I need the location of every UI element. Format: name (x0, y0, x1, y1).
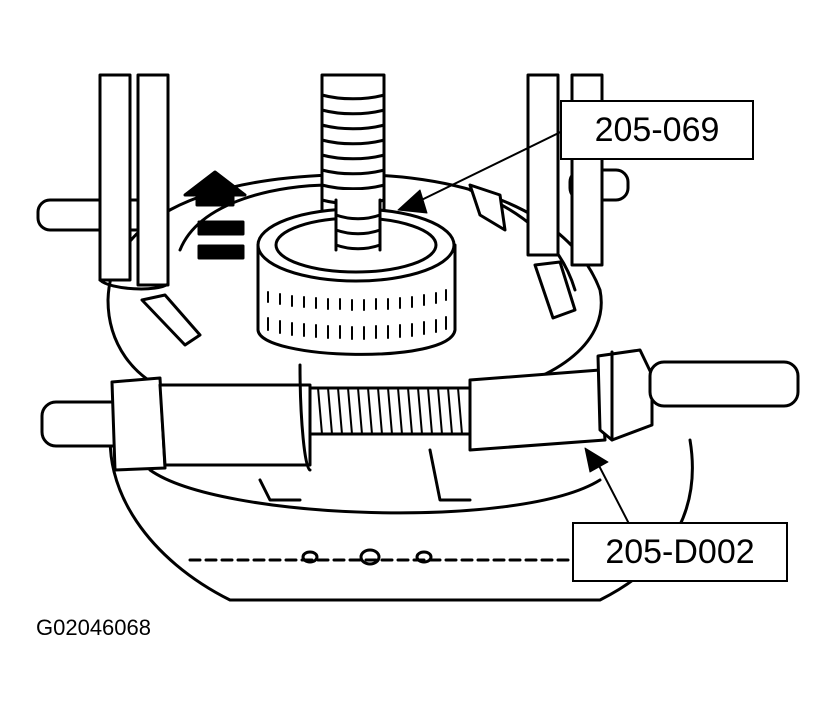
leader-top-arrowhead (397, 189, 428, 214)
horizontal-bar (40, 348, 800, 472)
tone-ring (256, 190, 457, 356)
vertical-rods (98, 73, 604, 291)
leader-top (404, 124, 576, 209)
figure-id-label: G02046068 (36, 615, 151, 640)
housing-base (108, 418, 694, 602)
leader-bottom-arrowhead (584, 447, 609, 473)
callout-tool-205-069: 205-069 (560, 100, 754, 160)
up-direction-arrow (183, 170, 247, 260)
callout-tool-205-D002: 205-D002 (572, 522, 788, 582)
